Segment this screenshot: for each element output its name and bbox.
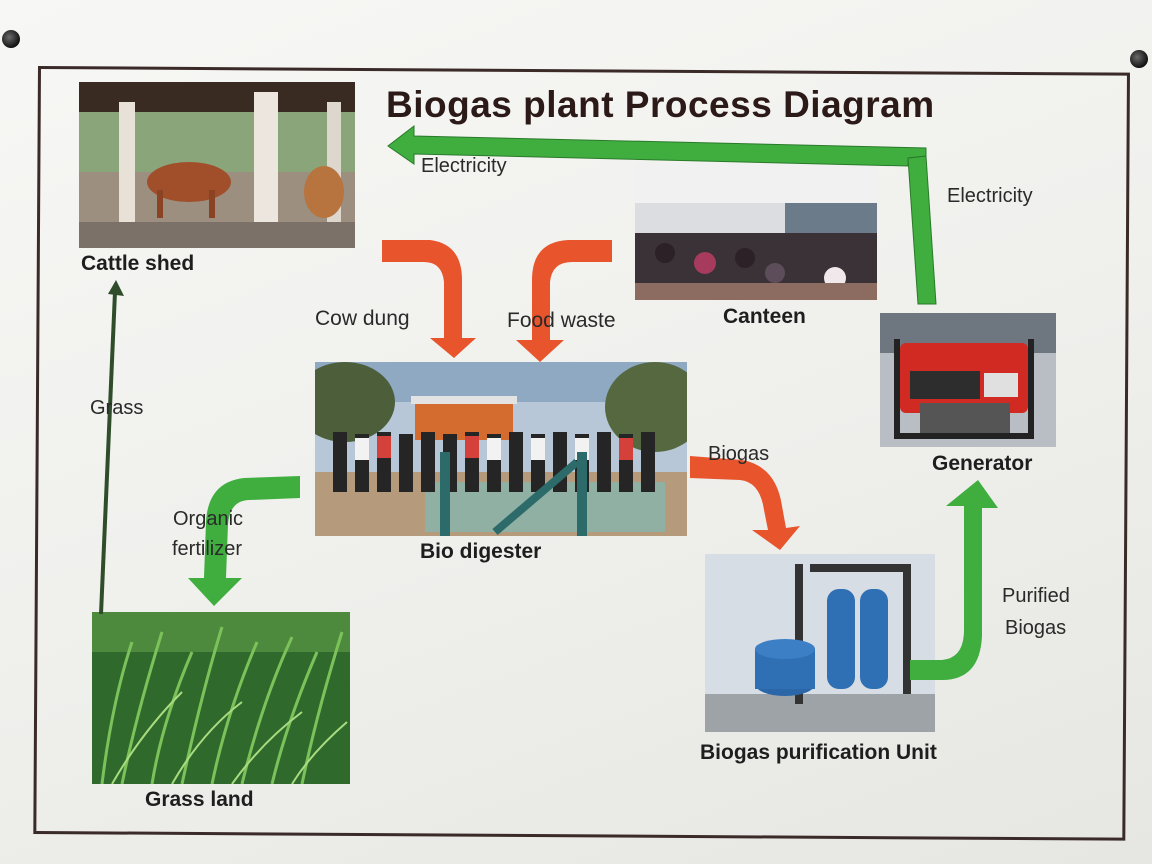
cattle-shed-photo (79, 82, 355, 248)
bio-digester-label: Bio digester (420, 540, 542, 563)
canteen-photo (635, 163, 877, 300)
organic-fertilizer-label-line1: Organic (173, 508, 244, 530)
generator-photo (880, 313, 1056, 447)
cow-dung-label: Cow dung (315, 307, 410, 330)
cow-dung-arrow (382, 240, 476, 358)
food-waste-label: Food waste (507, 309, 616, 332)
grass-label: Grass (90, 397, 144, 419)
electricity-arrow-horizontal (387, 124, 927, 167)
biogas-label: Biogas (708, 443, 770, 465)
cattle-shed-label: Cattle shed (81, 252, 195, 275)
diagram-title: Biogas plant Process Diagram (386, 84, 935, 125)
purification-unit-photo (705, 554, 935, 732)
generator-label: Generator (932, 452, 1033, 475)
electricity-label-top: Electricity (421, 155, 507, 177)
canteen-label: Canteen (723, 305, 806, 328)
purified-biogas-arrow (910, 480, 998, 680)
purified-biogas-label-line1: Purified (1002, 585, 1070, 607)
grass-arrow-line (99, 291, 117, 615)
purified-biogas-label-line2: Biogas (1005, 617, 1067, 639)
organic-fertilizer-label-line2: fertilizer (172, 538, 243, 560)
purification-unit-label: Biogas purification Unit (700, 741, 937, 764)
grass-land-photo (92, 612, 350, 784)
organic-fertilizer-arrow (188, 476, 300, 606)
biogas-arrow (690, 456, 800, 550)
grass-arrow-head (108, 280, 124, 296)
electricity-label-right: Electricity (947, 185, 1033, 207)
bio-digester-photo (315, 362, 687, 536)
electricity-arrow-vertical (907, 155, 937, 305)
pin-right (1130, 50, 1148, 68)
pin-left (2, 30, 20, 48)
grass-land-label: Grass land (145, 788, 254, 811)
food-waste-arrow (516, 240, 612, 362)
